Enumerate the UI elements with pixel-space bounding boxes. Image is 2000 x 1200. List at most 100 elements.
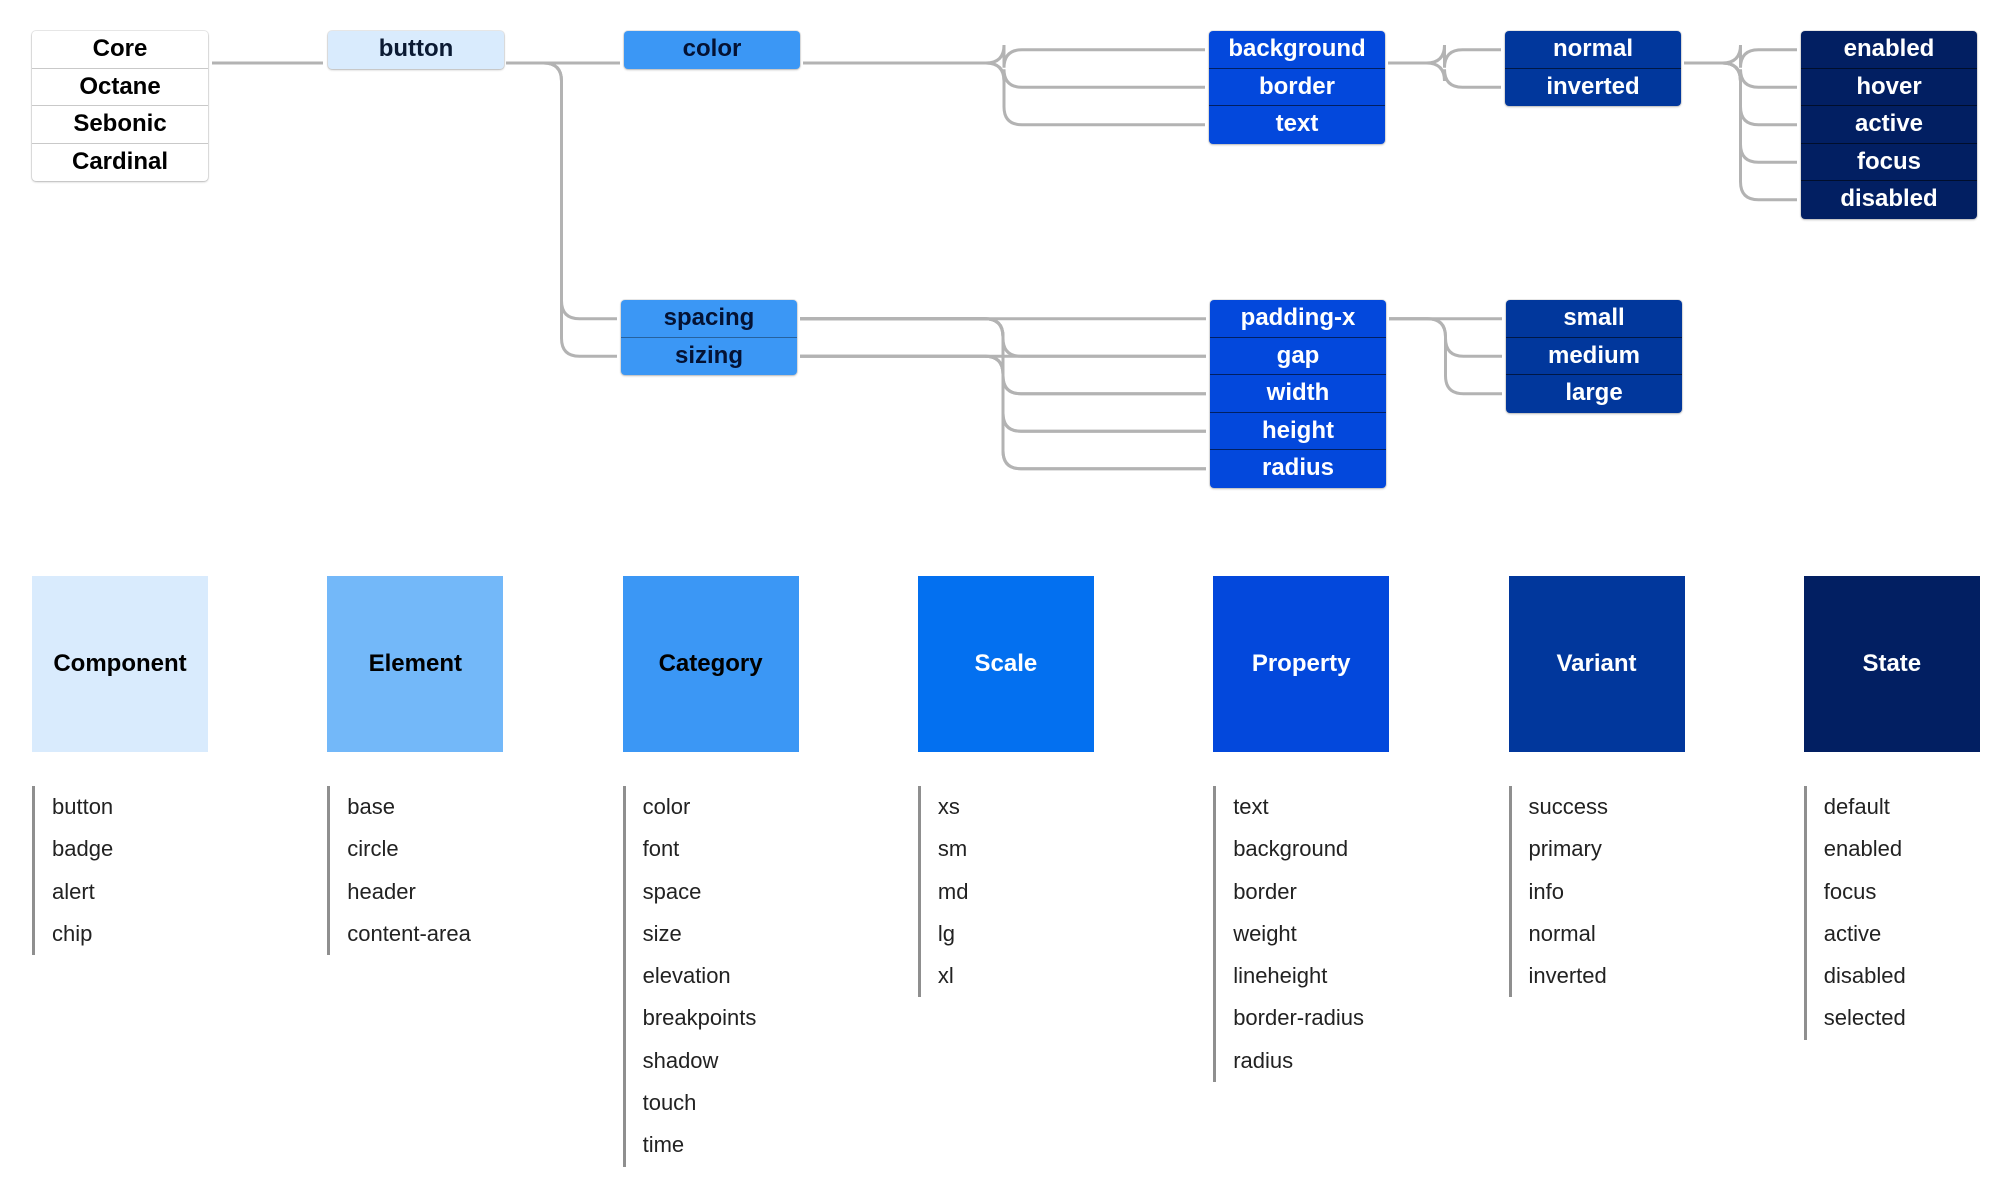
legend-list-component: button badge alert chip — [32, 786, 114, 956]
component-item-button: button — [378, 35, 454, 62]
category-item-color: color — [682, 35, 742, 62]
category-stack-size: spacing sizing — [621, 300, 797, 375]
legend-box-element: Element — [327, 576, 504, 752]
connector-component-to-sizing — [506, 61, 617, 358]
property-item-width: width — [1210, 375, 1386, 413]
connector-variant-to-state — [1684, 44, 1797, 68]
legend-list-property: text background border weight lineheight bord… — [1213, 786, 1365, 1083]
legend-list-item: info — [1528, 878, 1564, 904]
theme-item-core: Core — [32, 31, 208, 69]
legend-list-item: space — [642, 878, 702, 904]
state-item-enabled: enabled — [1801, 31, 1977, 69]
property-item-text: text — [1275, 110, 1319, 137]
state-item-hover: hover — [1801, 69, 1977, 106]
legend-list-item: shadow — [642, 1047, 719, 1073]
legend-list-element: base circle header content-area — [327, 786, 471, 956]
property-item-height: height — [1210, 413, 1386, 450]
property-item-gap: gap — [1210, 338, 1386, 375]
category-stack-color: color — [624, 31, 800, 69]
legend-list-item: elevation — [642, 963, 731, 989]
property-item-radius: radius — [1261, 454, 1335, 481]
legend-list-item: md — [937, 878, 969, 904]
state-item-disabled: disabled — [1840, 185, 1938, 212]
legend-list-item: disabled — [1823, 963, 1906, 989]
connector-variant-to-state — [1684, 61, 1797, 202]
variant-item-medium: medium — [1506, 338, 1682, 375]
legend-list-item: xs — [937, 794, 960, 819]
state-item-active: active — [1801, 106, 1977, 144]
category-item-sizing: sizing — [674, 341, 743, 369]
legend-list-item: default — [1823, 794, 1890, 819]
legend-list-state: default enabled focus active disabled selecte… — [1803, 786, 1906, 1040]
legend-list-item: sm — [937, 836, 968, 862]
legend-list-item: border — [1233, 878, 1297, 904]
connector-sizing-to-property — [800, 354, 1206, 471]
legend-box-state: State — [1803, 576, 1980, 752]
legend-list-item: size — [642, 920, 682, 946]
legend-list-item: normal — [1528, 920, 1596, 946]
connector-property-to-variant — [1388, 44, 1501, 68]
legend-list-item: lineheight — [1233, 963, 1328, 989]
variant-stack-color: normal inverted — [1505, 31, 1681, 106]
theme-item-sebonic: Sebonic — [32, 106, 208, 144]
legend-list-item: badge — [52, 836, 114, 862]
legend-list-item: primary — [1528, 836, 1602, 862]
legend-list-item: font — [642, 836, 680, 862]
legend-list-item: selected — [1823, 1005, 1906, 1031]
legend-list-item: enabled — [1823, 836, 1903, 862]
variant-item-large: large — [1565, 379, 1623, 406]
legend-list-item: breakpoints — [642, 1005, 757, 1031]
legend-list-item: border-radius — [1233, 1005, 1365, 1031]
legend-list-item: focus — [1823, 878, 1877, 904]
legend-box-scale: Scale — [917, 576, 1094, 752]
theme-stack: Core Octane Sebonic Cardinal — [32, 31, 208, 181]
legend-list-item: chip — [52, 920, 93, 946]
category-item-spacing: spacing — [621, 300, 797, 338]
variant-stack-size: small medium large — [1506, 300, 1682, 413]
component-stack: button — [328, 31, 504, 69]
legend-list-item: base — [347, 794, 396, 819]
legend-list-scale: xs sm md lg xl — [917, 786, 969, 998]
legend-list-item: color — [642, 794, 691, 819]
legend-box-category: Category — [622, 576, 799, 752]
legend-list-item: xl — [937, 963, 954, 989]
legend-list-item: background — [1233, 836, 1349, 862]
legend-list-item: lg — [937, 920, 956, 946]
connector-property-to-variant — [1388, 61, 1501, 89]
legend-list-item: success — [1528, 794, 1608, 819]
property-item-border: border — [1209, 69, 1385, 106]
legend-list-item: touch — [642, 1090, 697, 1116]
legend-list-item: button — [52, 794, 114, 819]
state-stack: enabled hover active focus disabled — [1801, 31, 1977, 219]
property-item-background: background — [1209, 31, 1385, 69]
variant-item-normal: normal — [1505, 31, 1681, 69]
property-stack-size: padding-x gap width height radius — [1210, 300, 1386, 488]
property-stack-color: background border text — [1209, 31, 1385, 144]
property-item-padding-x: padding-x — [1210, 300, 1386, 338]
theme-item-octane: Octane — [32, 69, 208, 106]
legend-list-item: circle — [347, 836, 399, 862]
legend-list-item: active — [1823, 920, 1882, 946]
legend-list-category: color font space size elevation breakpoints sh… — [622, 786, 757, 1167]
legend-list-item: radius — [1233, 1047, 1294, 1073]
legend-box-component: Component — [32, 576, 208, 752]
legend-list-item: text — [1233, 794, 1269, 819]
connector-color-to-property — [803, 61, 1205, 127]
legend-list-variant: success primary info normal inverted — [1508, 786, 1608, 998]
legend-list-item: content-area — [347, 920, 471, 946]
state-item-focus: focus — [1801, 144, 1977, 181]
legend-list-item: time — [642, 1132, 685, 1158]
legend-box-variant: Variant — [1508, 576, 1685, 752]
legend-box-property: Property — [1213, 576, 1390, 752]
variant-item-inverted: inverted — [1546, 72, 1640, 100]
legend-list-item: header — [347, 878, 416, 904]
legend-list-item: inverted — [1528, 963, 1607, 989]
theme-item-cardinal: Cardinal — [71, 147, 169, 175]
connector-color-to-property — [803, 44, 1205, 68]
legend-list-item: weight — [1233, 920, 1297, 946]
legend-list-item: alert — [52, 878, 95, 904]
variant-item-small: small — [1506, 300, 1682, 338]
connector-property-to-size-variant — [1389, 317, 1502, 396]
